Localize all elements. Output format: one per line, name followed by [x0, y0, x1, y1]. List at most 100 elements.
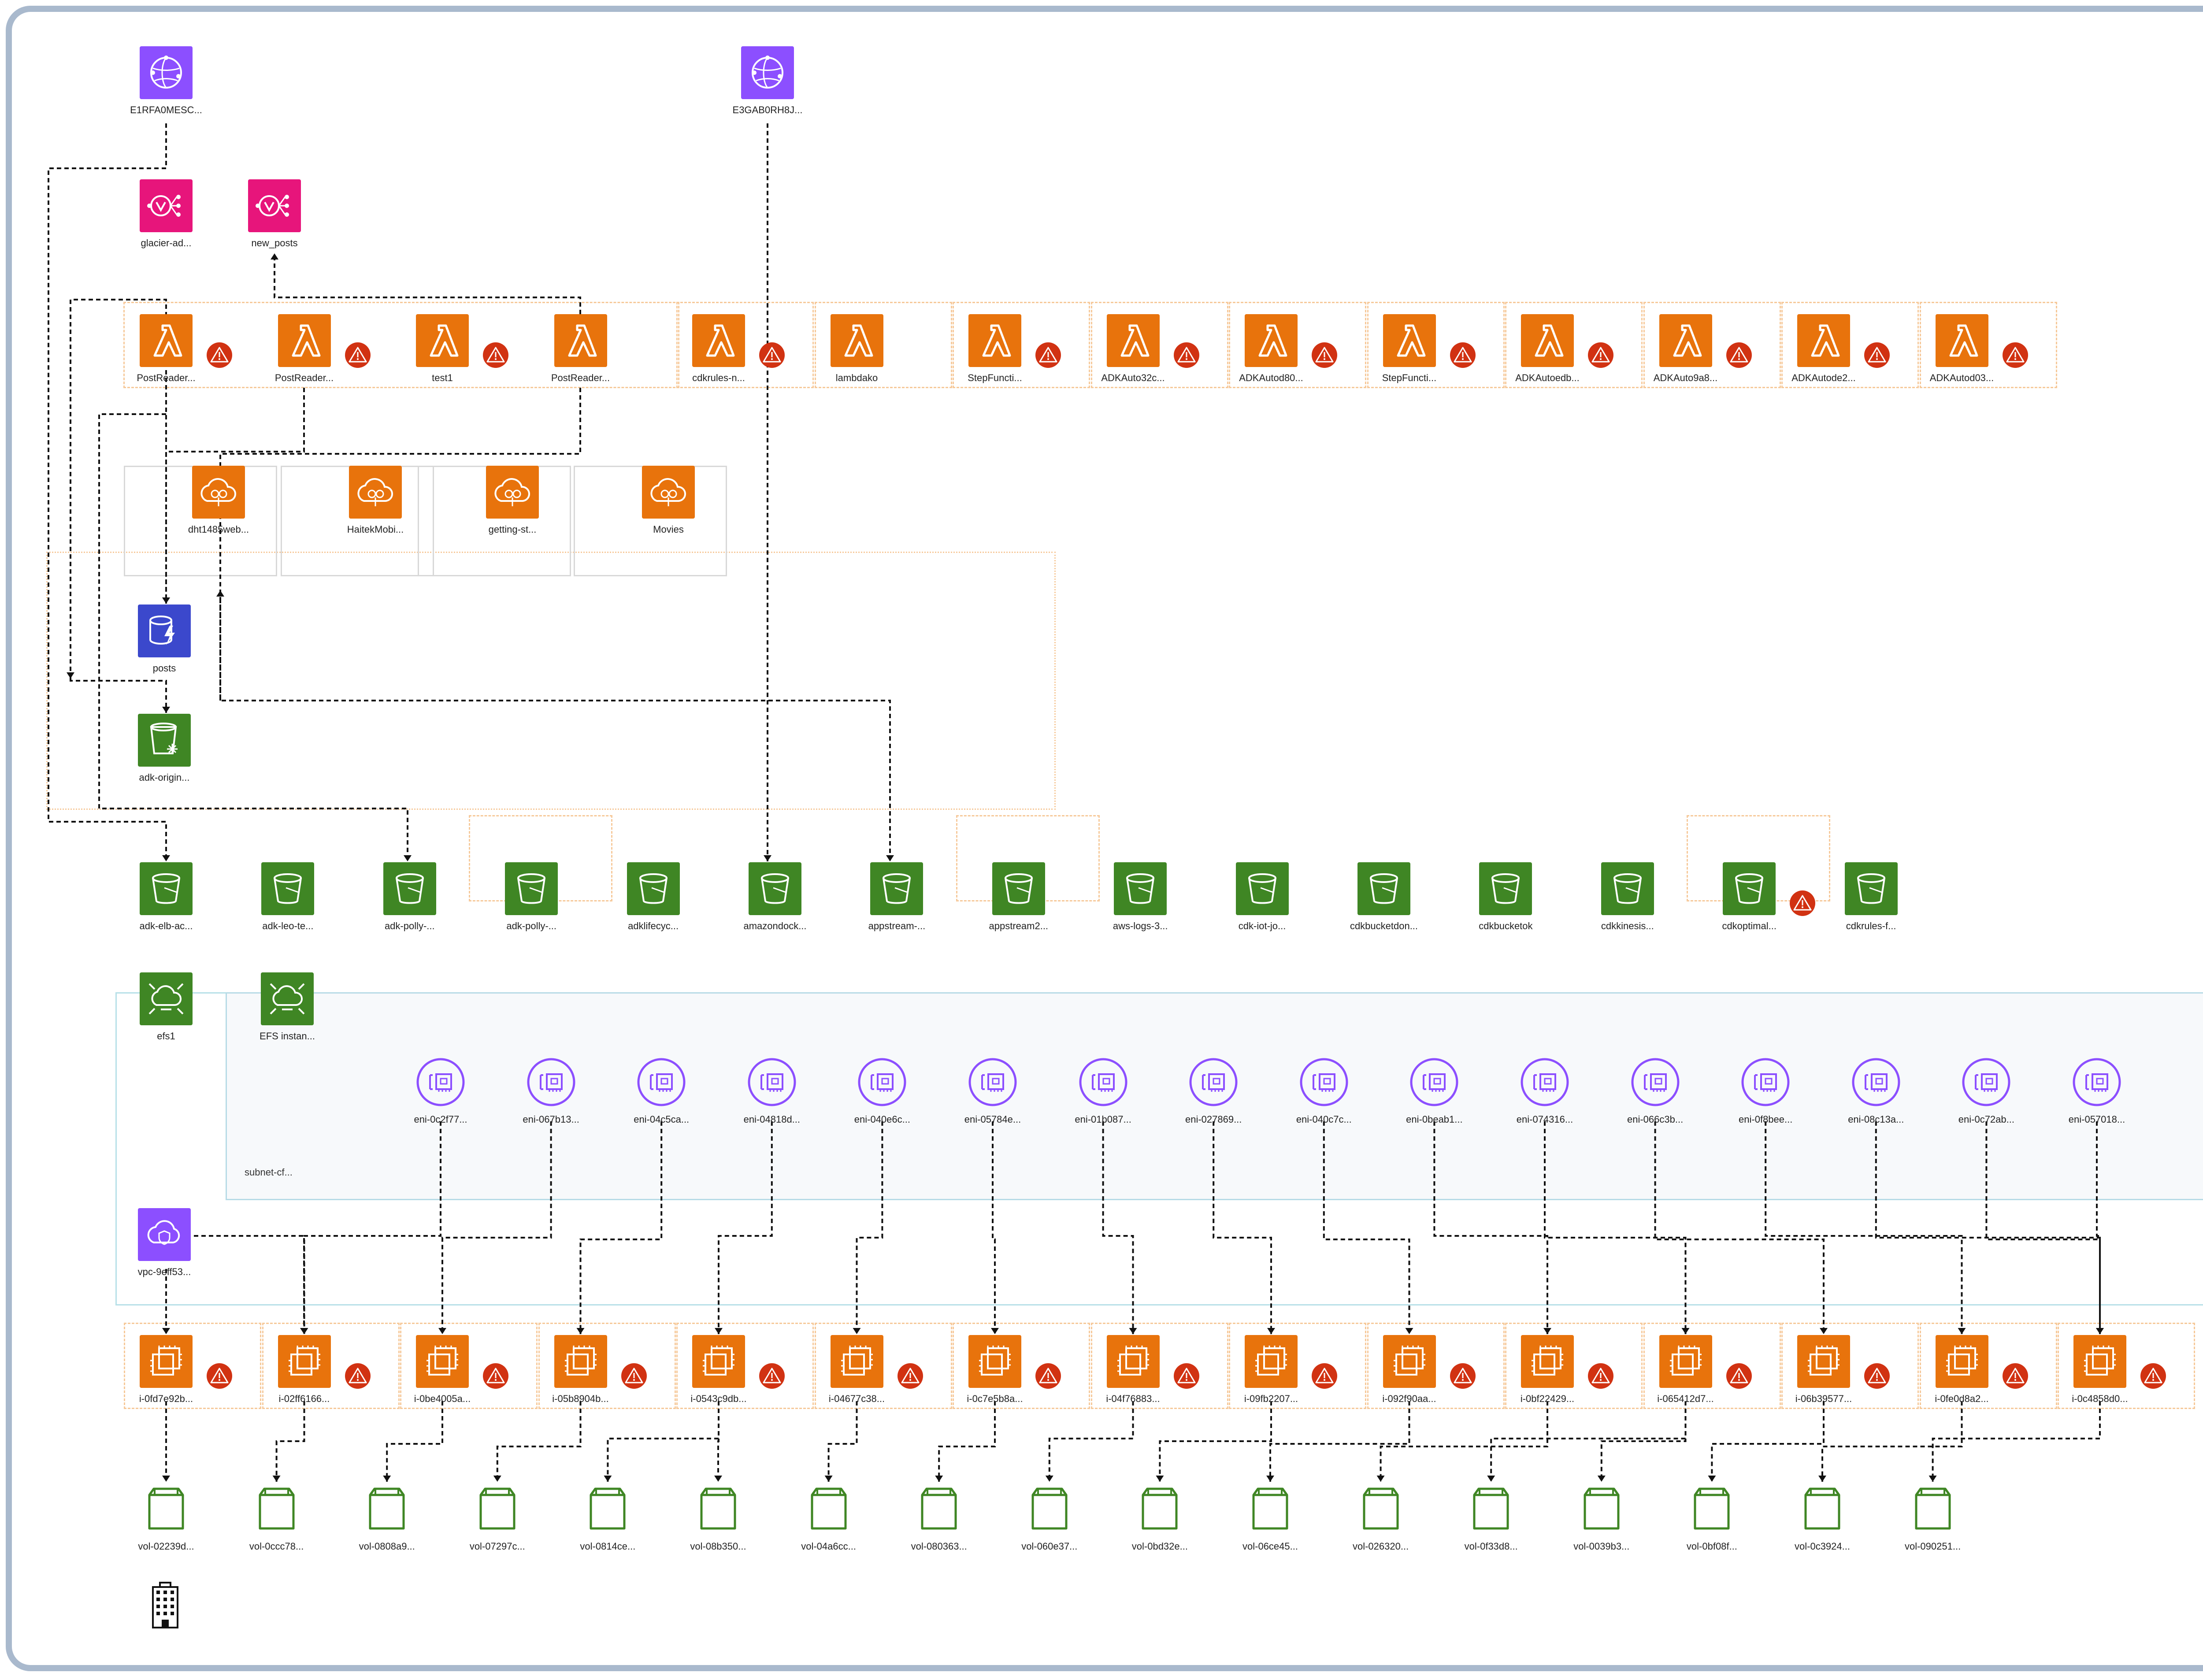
ec2-instance-label: i-04f76883... — [1106, 1393, 1160, 1404]
beanstalk-application-label: HaitekMobi... — [347, 524, 404, 535]
s3-bucket-icon — [261, 862, 315, 915]
ebs-volume-label: vol-0bd32e... — [1131, 1541, 1188, 1552]
network-interface-label: eni-0c72ab... — [1958, 1114, 2014, 1125]
lambda-function-label: ADKAuto9a8... — [1653, 372, 1718, 383]
ebs-volume-label: vol-06ce45... — [1242, 1541, 1298, 1552]
connection-edge — [275, 1401, 305, 1482]
network-interface-label: eni-057018... — [2068, 1114, 2125, 1125]
warning-icon[interactable] — [1449, 341, 1476, 369]
connection-edge — [165, 388, 305, 604]
vpc-label: vpc-9eff53... — [137, 1266, 191, 1277]
beanstalk-application-label: getting-st... — [488, 524, 537, 535]
warning-icon[interactable] — [1587, 341, 1614, 369]
warning-icon[interactable] — [1789, 890, 1816, 917]
instance-box — [1367, 1323, 1505, 1409]
efs-icon — [140, 972, 193, 1025]
lambda-function-label: PostReader... — [551, 372, 610, 383]
warning-icon[interactable] — [620, 1362, 648, 1390]
s3-bucket-label: appstream2... — [989, 920, 1049, 931]
diagram-frame — [6, 6, 2203, 1671]
s3-bucket-label: adk-polly-... — [506, 920, 557, 931]
ec2-instance-label: i-0be4005a... — [414, 1393, 471, 1404]
edge-arrowhead — [991, 1328, 999, 1334]
s3-bucket-icon — [1114, 862, 1167, 915]
ebs-volume-icon — [1906, 1483, 1959, 1535]
connection-edge — [1102, 1121, 1134, 1334]
network-interface-label: eni-04c5ca... — [634, 1114, 690, 1125]
connection-edge — [717, 1401, 719, 1482]
ec2-instance-icon — [1935, 1335, 1988, 1388]
warning-icon[interactable] — [1173, 341, 1200, 369]
edge-arrowhead — [383, 1476, 391, 1482]
network-interface-icon — [1518, 1056, 1571, 1109]
cloudfront-distribution-label: E1RFA0MESC... — [130, 104, 202, 115]
lambda-icon — [1521, 314, 1574, 367]
network-interface-icon — [635, 1056, 688, 1109]
network-interface-icon — [1850, 1056, 1903, 1109]
warning-icon[interactable] — [2002, 1362, 2029, 1390]
warning-icon[interactable] — [482, 1362, 509, 1390]
network-interface-icon — [414, 1056, 467, 1109]
ec2-instance-icon — [830, 1335, 883, 1388]
edge-arrowhead — [1818, 1476, 1826, 1482]
network-interface-label: eni-0c2f77... — [414, 1114, 467, 1125]
connection-edge — [992, 1121, 996, 1334]
warning-icon[interactable] — [1035, 1362, 1062, 1390]
network-interface-icon — [1629, 1056, 1682, 1109]
network-interface-icon — [1077, 1056, 1130, 1109]
warning-icon[interactable] — [1587, 1362, 1614, 1390]
instance-box — [1781, 1323, 1919, 1409]
sns-topic-icon — [140, 179, 193, 232]
network-interface-icon — [1960, 1056, 2013, 1109]
instance-box — [1229, 1323, 1366, 1409]
ec2-instance-label: i-0fe0d8a2... — [1935, 1393, 1989, 1404]
warning-icon[interactable] — [206, 1362, 233, 1390]
warning-icon[interactable] — [1725, 1362, 1753, 1390]
warning-icon[interactable] — [344, 341, 371, 369]
warning-icon[interactable] — [1449, 1362, 1476, 1390]
network-interface-label: eni-08c13a... — [1848, 1114, 1904, 1125]
warning-icon[interactable] — [758, 341, 786, 369]
instance-box — [400, 1323, 538, 1409]
warning-icon[interactable] — [1725, 341, 1753, 369]
cloudfront-icon — [741, 46, 794, 99]
connection-edge — [1875, 1121, 2101, 1334]
lambda-function-label: ADKAutod03... — [1929, 372, 1994, 383]
warning-icon[interactable] — [1311, 341, 1338, 369]
connection-edge — [48, 123, 167, 861]
warning-icon[interactable] — [2140, 1362, 2167, 1390]
warning-icon[interactable] — [1173, 1362, 1200, 1390]
instance-box — [1919, 1323, 2057, 1409]
s3-bucket-icon — [140, 862, 193, 915]
ec2-instance-icon — [278, 1335, 331, 1388]
ebs-volume-icon — [692, 1483, 745, 1535]
ec2-instance-label: i-06b39577... — [1795, 1393, 1852, 1404]
warning-icon[interactable] — [1035, 341, 1062, 369]
warning-icon[interactable] — [1863, 341, 1891, 369]
warning-icon[interactable] — [1311, 1362, 1338, 1390]
connection-edge — [98, 413, 408, 861]
instance-box — [2058, 1323, 2195, 1409]
edge-arrowhead — [162, 1476, 170, 1482]
warning-icon[interactable] — [344, 1362, 371, 1390]
ec2-instance-label: i-02ff6166... — [278, 1393, 330, 1404]
warning-icon[interactable] — [758, 1362, 786, 1390]
edge-arrowhead — [2096, 1328, 2104, 1334]
instance-box — [814, 1323, 952, 1409]
ebs-volume-label: vol-0f33d8... — [1464, 1541, 1518, 1552]
ec2-instance-label: i-065412d7... — [1657, 1393, 1714, 1404]
warning-icon[interactable] — [206, 341, 233, 369]
s3-bucket-icon — [870, 862, 923, 915]
region-group — [46, 552, 1056, 810]
network-interface-label: eni-01b087... — [1075, 1114, 1131, 1125]
warning-icon[interactable] — [897, 1362, 924, 1390]
s3-bucket-icon — [383, 862, 436, 915]
warning-icon[interactable] — [482, 341, 509, 369]
edge-arrowhead — [714, 1476, 722, 1482]
warning-icon[interactable] — [1863, 1362, 1891, 1390]
warning-icon[interactable] — [2002, 341, 2029, 369]
lambda-box — [1367, 302, 1505, 388]
connection-edge — [219, 388, 891, 861]
lambda-icon — [1106, 314, 1160, 367]
s3-bucket-icon — [1357, 862, 1410, 915]
